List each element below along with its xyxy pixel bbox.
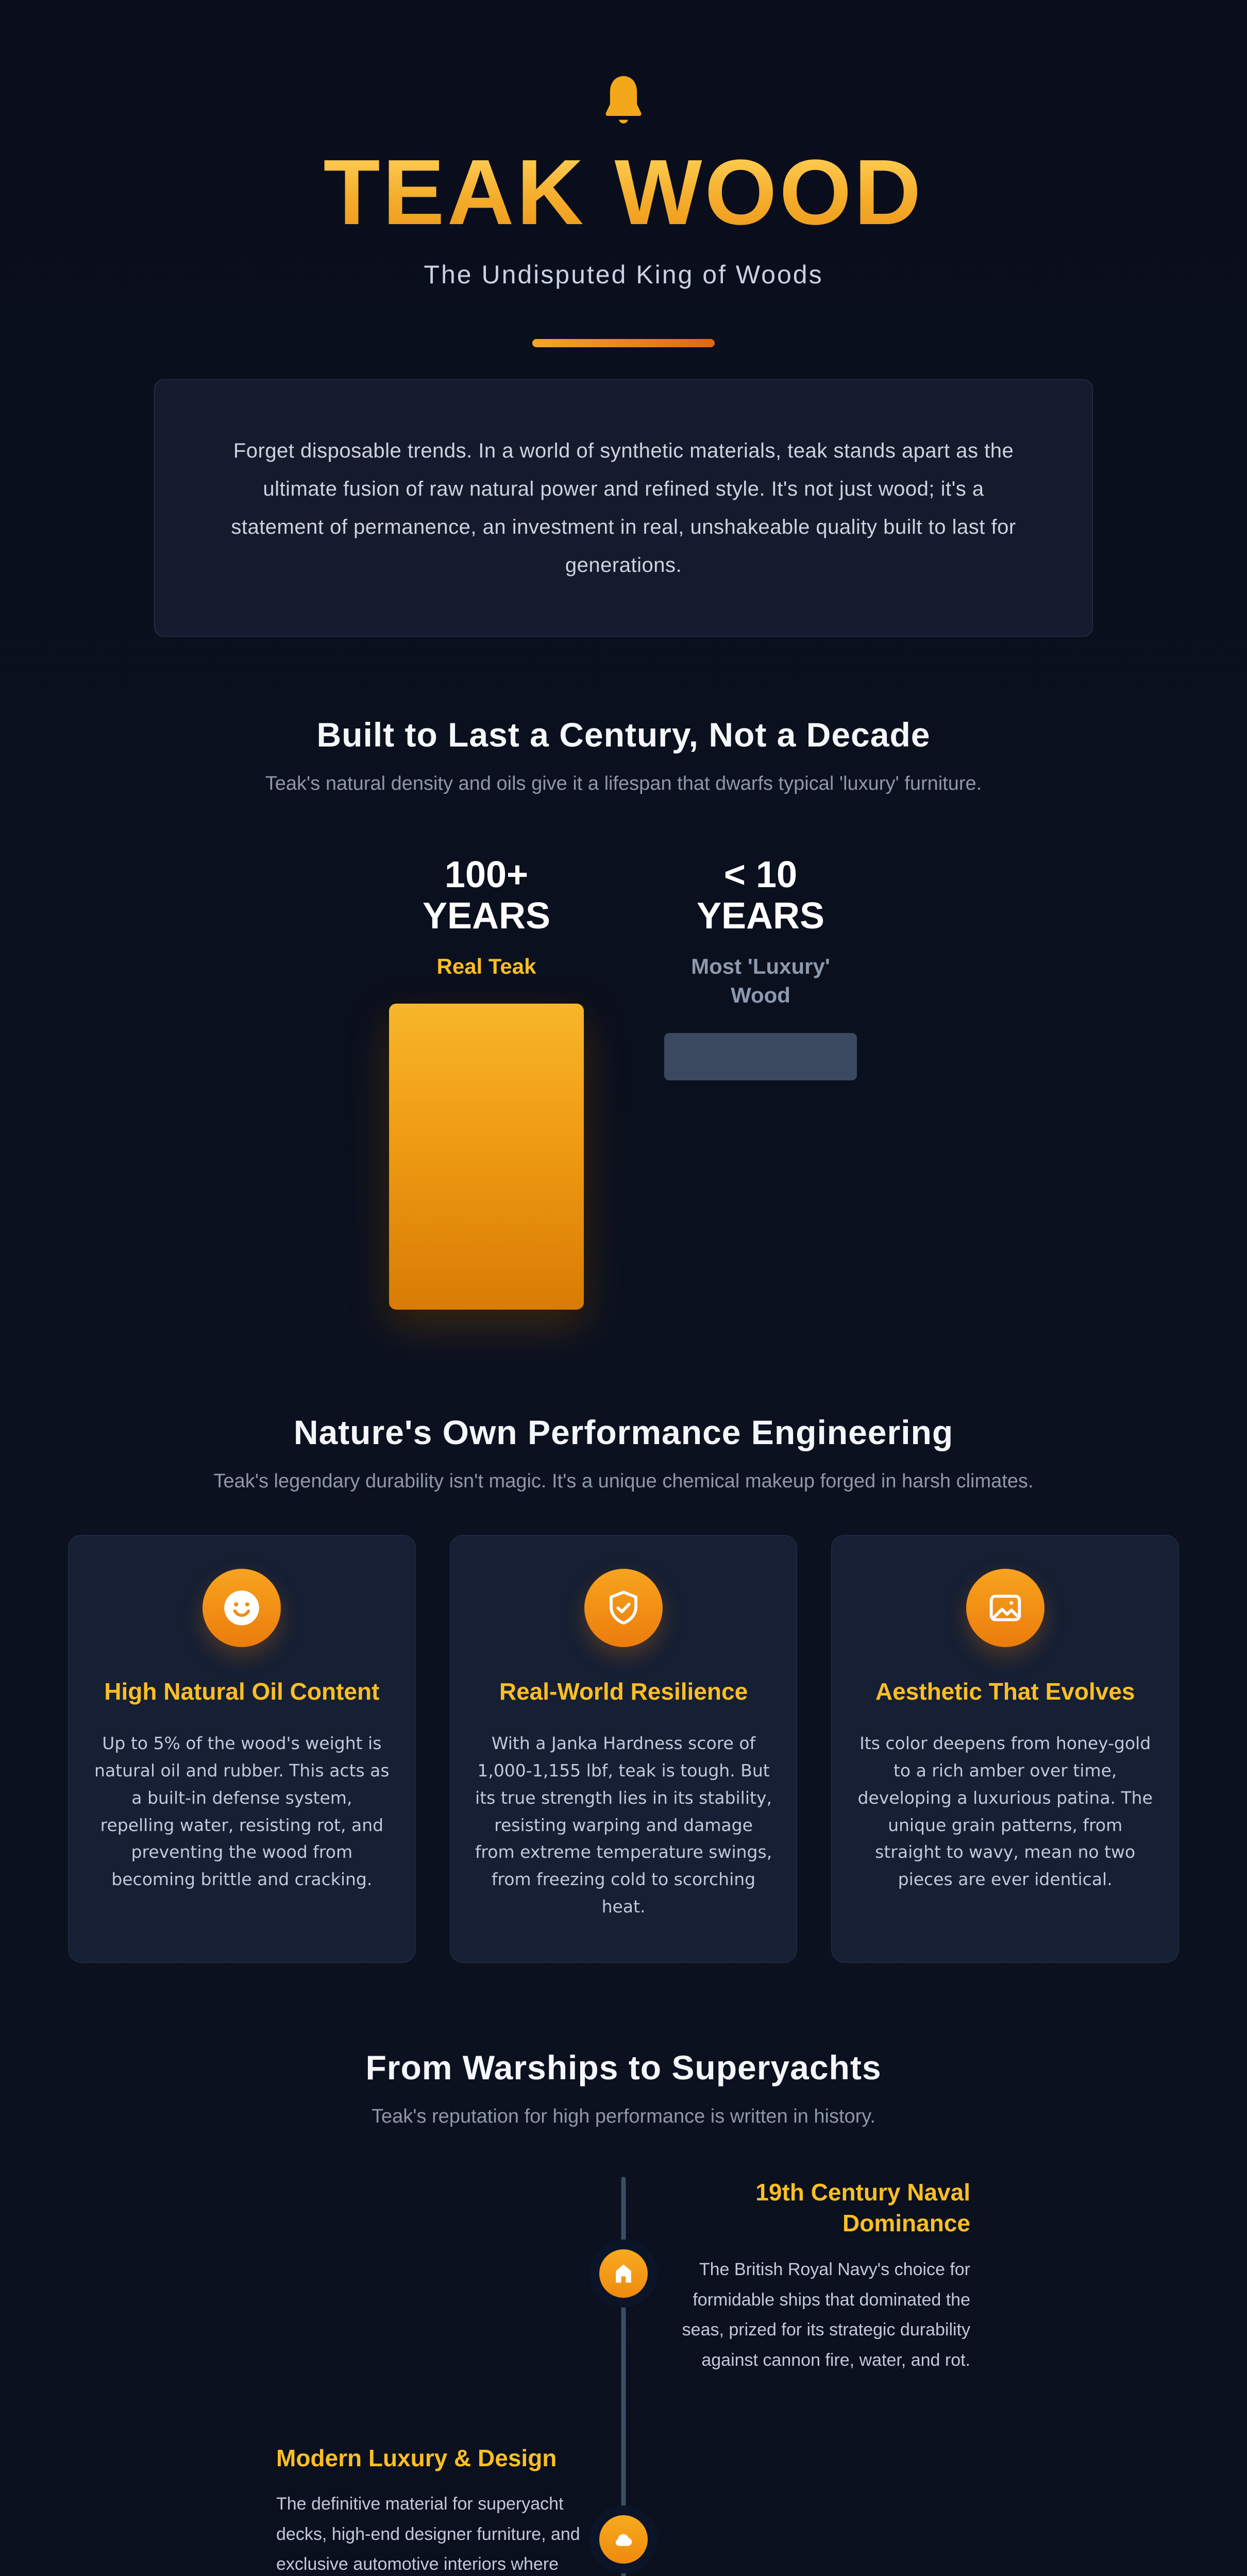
lifespan-heading: Built to Last a Century, Not a Decade xyxy=(316,716,931,754)
traits-heading: Nature's Own Performance Engineering xyxy=(293,1413,954,1452)
bar-real-teak xyxy=(389,1004,584,1310)
timeline-item-title: Modern Luxury & Design xyxy=(276,2444,557,2471)
timeline-item-body: The British Royal Navy's choice for form… xyxy=(682,2260,970,2370)
house-icon xyxy=(599,2249,648,2298)
history-timeline: 19th Century Naval Dominance The British… xyxy=(57,2176,1190,2576)
chart-label-teak: Real Teak xyxy=(436,954,536,978)
timeline-item-body: The definitive material for superyacht d… xyxy=(276,2494,580,2574)
chart-column-luxury-wood: < 10 YEARS Most 'Luxury' Wood xyxy=(662,854,859,1081)
intro-card: Forget disposable trends. In a world of … xyxy=(154,379,1093,637)
accent-rule xyxy=(532,339,715,348)
lifespan-subheading: Teak's natural density and oils give it … xyxy=(265,773,982,795)
trait-card-aesthetic: Aesthetic That Evolves Its color deepens… xyxy=(831,1535,1179,1963)
trait-card-body: Up to 5% of the wood's weight is natural… xyxy=(94,1733,390,1890)
cloud-icon xyxy=(599,2515,648,2564)
timeline-marker xyxy=(589,2239,658,2308)
shield-check-icon xyxy=(584,1569,663,1648)
history-subheading: Teak's reputation for high performance i… xyxy=(371,2105,876,2127)
trait-card-body: Its color deepens from honey-gold to a r… xyxy=(857,1733,1153,1890)
lifespan-bar-chart: 100+ YEARS Real Teak < 10 YEARS Most 'Lu… xyxy=(0,855,1247,1310)
chart-column-teak: 100+ YEARS Real Teak xyxy=(388,855,585,1310)
trait-card-title: Real-World Resilience xyxy=(499,1678,748,1705)
intro-text: Forget disposable trends. In a world of … xyxy=(231,439,1016,577)
chart-label-luxury-wood: Most 'Luxury' Wood xyxy=(691,954,830,1008)
trait-card-resilience: Real-World Resilience With a Janka Hardn… xyxy=(449,1535,798,1963)
traits-subheading: Teak's legendary durability isn't magic.… xyxy=(213,1470,1034,1493)
trait-card-oil: High Natural Oil Content Up to 5% of the… xyxy=(68,1535,416,1963)
timeline-item-naval: 19th Century Naval Dominance The British… xyxy=(57,2177,1190,2404)
trait-card-body: With a Janka Hardness score of 1,000-1,1… xyxy=(475,1733,772,1917)
trait-cards: High Natural Oil Content Up to 5% of the… xyxy=(0,1535,1247,1963)
image-icon xyxy=(966,1569,1044,1648)
trait-card-title: High Natural Oil Content xyxy=(104,1678,380,1705)
page-subtitle: The Undisputed King of Woods xyxy=(424,260,823,290)
trait-card-title: Aesthetic That Evolves xyxy=(875,1678,1135,1705)
bar-luxury-wood xyxy=(664,1033,857,1081)
page-title: TEAK WOOD xyxy=(0,146,1247,239)
chart-value-luxury-wood: < 10 YEARS xyxy=(696,854,825,937)
header: TEAK WOOD The Undisputed King of Woods xyxy=(0,0,1247,348)
smiley-face-icon xyxy=(203,1569,281,1648)
history-heading: From Warships to Superyachts xyxy=(365,2048,882,2087)
chart-value-teak: 100+ YEARS xyxy=(422,854,551,937)
bell-icon xyxy=(595,73,652,138)
timeline-marker xyxy=(589,2505,658,2573)
timeline-item-title: 19th Century Naval Dominance xyxy=(755,2178,970,2237)
timeline-line xyxy=(621,2176,626,2576)
timeline-item-modern-luxury: Modern Luxury & Design The definitive ma… xyxy=(57,2443,1190,2576)
